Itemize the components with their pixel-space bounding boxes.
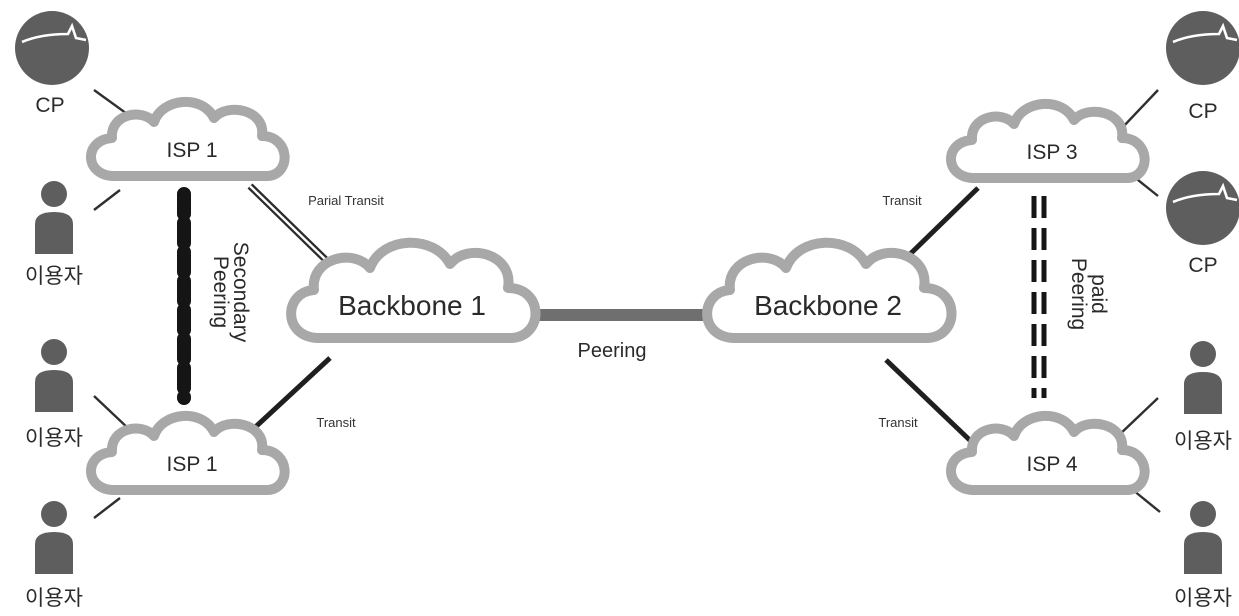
partial-transit-label: Parial Transit: [308, 193, 384, 208]
user-label-right-1: 이용자: [1174, 430, 1232, 453]
cp-globe-icon: [1166, 11, 1239, 85]
user-icon: [1184, 501, 1222, 574]
transit-label-isp3: Transit: [882, 193, 922, 208]
cloud-isp1-top-label: ISP 1: [167, 139, 218, 162]
user-label-left-2: 이용자: [25, 427, 83, 450]
user-left-1-link: [93, 189, 121, 211]
transit-label-isp4: Transit: [878, 415, 918, 430]
transit-link-isp4: [884, 358, 980, 450]
backbone-peering-label: Peering: [578, 340, 647, 362]
user-left-2-link: [93, 395, 131, 431]
cloud-backbone-2: Backbone 2: [707, 243, 951, 338]
paid-peering-label: paid Peering: [1067, 258, 1110, 330]
cp-globe-icon: [1166, 171, 1239, 245]
cp-globe-icon: [15, 11, 89, 85]
cloud-isp1-bottom-label: ISP 1: [167, 453, 218, 476]
cloud-isp1-bottom: ISP 1: [91, 416, 285, 490]
backbone-peering-bar: [530, 309, 712, 321]
user-icon: [35, 181, 73, 254]
secondary-peering-label-line2: Peering: [209, 256, 232, 328]
user-icon: [35, 339, 73, 412]
cloud-isp4-label: ISP 4: [1027, 453, 1078, 476]
user-icon: [35, 501, 73, 574]
cp-label-right-mid: CP: [1188, 254, 1217, 277]
cp-label-left: CP: [35, 94, 64, 117]
transit-link-left: [248, 356, 332, 434]
cp-top-left-link: [93, 89, 131, 117]
cloud-isp1-top: ISP 1: [91, 102, 285, 176]
user-icon: [1184, 341, 1222, 414]
user-label-left-3: 이용자: [25, 587, 83, 610]
paid-peering-link: [1031, 196, 1047, 398]
transit-label-left: Transit: [316, 415, 356, 430]
user-label-left-1: 이용자: [25, 265, 83, 288]
user-left-3-link: [93, 497, 121, 519]
partial-transit-link: [247, 183, 333, 267]
paid-peering-label-line1: paid: [1087, 274, 1110, 314]
secondary-peering-label-line1: Secondary: [229, 242, 252, 343]
cloud-backbone-2-label: Backbone 2: [754, 290, 902, 321]
secondary-peering-label: Secondary Peering: [209, 242, 252, 343]
cloud-backbone-1: Backbone 1: [291, 243, 535, 338]
cloud-isp4: ISP 4: [951, 416, 1145, 490]
cp-top-right-link: [1121, 89, 1159, 129]
cloud-isp3-label: ISP 3: [1027, 141, 1078, 164]
user-right-1-link: [1117, 397, 1159, 437]
transit-link-isp3: [900, 186, 980, 264]
user-label-right-2: 이용자: [1174, 587, 1232, 610]
paid-peering-label-line2: Peering: [1067, 258, 1090, 330]
cloud-backbone-1-label: Backbone 1: [338, 290, 486, 321]
cp-label-right-top: CP: [1188, 100, 1217, 123]
cloud-isp3: ISP 3: [951, 104, 1145, 178]
